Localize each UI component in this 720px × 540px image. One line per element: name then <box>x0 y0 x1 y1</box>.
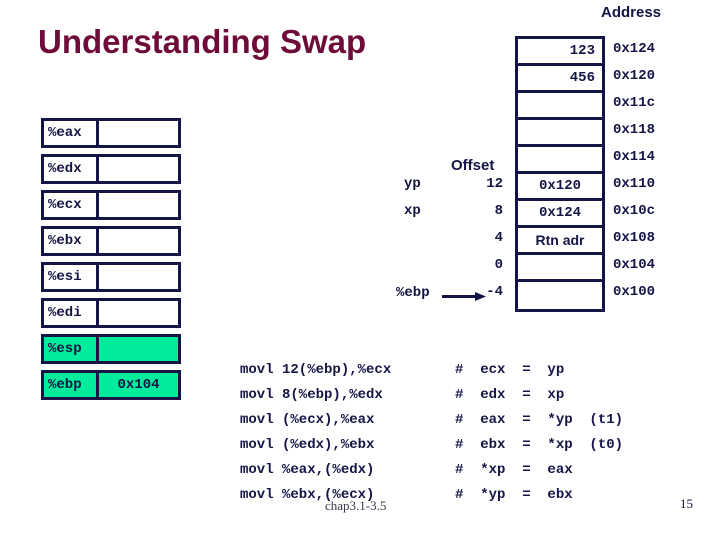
register-row-ebx: %ebx <box>41 226 181 256</box>
memory-cell <box>518 147 602 174</box>
code-instruction: movl %eax,(%edx) <box>240 462 375 478</box>
offset-column-heading: Offset <box>451 157 495 174</box>
code-comment: # ecx = yp <box>455 362 565 378</box>
register-row-eax: %eax <box>41 118 181 148</box>
register-value <box>99 265 178 289</box>
memory-address-label: 0x11c <box>613 95 656 111</box>
offset-value: 4 <box>494 230 503 246</box>
code-instruction: movl (%edx),%ebx <box>240 437 375 453</box>
memory-cell: 456 <box>518 66 602 93</box>
register-name: %eax <box>44 121 99 145</box>
code-instruction: movl 12(%ebp),%ecx <box>240 362 392 378</box>
memory-address-label: 0x100 <box>613 284 656 300</box>
memory-address-label: 0x124 <box>613 41 656 57</box>
memory-cell: 123 <box>518 39 602 66</box>
memory-address-label: 0x120 <box>613 68 656 84</box>
offset-row: 0 <box>396 252 503 279</box>
register-value <box>99 301 178 325</box>
memory-cell <box>518 255 602 282</box>
register-name: %edx <box>44 157 99 181</box>
register-row-esi: %esi <box>41 262 181 292</box>
offset-value: 12 <box>486 176 503 192</box>
offset-row: yp 12 <box>396 171 503 198</box>
register-file-table: %eax %edx %ecx %ebx %esi %edi %esp %ebp 0x104 <box>41 118 181 406</box>
code-comment: # edx = xp <box>455 387 565 403</box>
register-value <box>99 337 178 361</box>
memory-cell: 0x120 <box>518 174 602 201</box>
offset-value: -4 <box>486 284 503 300</box>
offset-value: 0 <box>494 257 503 273</box>
offset-label-column: yp 12 xp 8 4 0 -4 <box>396 171 503 306</box>
page-title: Understanding Swap <box>38 23 367 60</box>
register-row-edx: %edx <box>41 154 181 184</box>
code-instruction: movl %ebx,(%ecx) <box>240 487 375 503</box>
memory-cell <box>518 282 602 309</box>
memory-address-label: 0x108 <box>613 230 656 246</box>
memory-address-label: 0x110 <box>613 176 656 192</box>
code-instruction: movl 8(%ebp),%edx <box>240 387 383 403</box>
memory-cell <box>518 120 602 147</box>
register-value <box>99 121 178 145</box>
offset-variable-name: xp <box>404 203 421 219</box>
register-row-esp: %esp <box>41 334 181 364</box>
offset-row: 4 <box>396 225 503 252</box>
code-comment: # *yp = ebx <box>455 487 573 503</box>
code-comment: # *xp = eax <box>455 462 573 478</box>
footer-note: chap3.1-3.5 <box>325 498 387 513</box>
register-value <box>99 157 178 181</box>
register-name: %edi <box>44 301 99 325</box>
memory-address-label: 0x114 <box>613 149 656 165</box>
memory-address-label: 0x10c <box>613 203 656 219</box>
code-comment: # eax = *yp (t1) <box>455 412 624 428</box>
memory-address-label: 0x104 <box>613 257 656 273</box>
register-name: %ecx <box>44 193 99 217</box>
register-name: %esi <box>44 265 99 289</box>
register-name: %ebx <box>44 229 99 253</box>
memory-address-label: 0x118 <box>613 122 656 138</box>
ebp-arrow-icon <box>442 292 486 301</box>
ebp-pointer-label: %ebp <box>396 285 430 301</box>
register-value: 0x104 <box>117 377 160 393</box>
register-row-edi: %edi <box>41 298 181 328</box>
offset-variable-name: yp <box>404 176 421 192</box>
offset-row: -4 <box>396 279 503 306</box>
register-name: %esp <box>44 337 99 361</box>
address-column-heading: Address <box>601 4 662 21</box>
offset-value: 8 <box>494 203 503 219</box>
register-row-ebp: %ebp 0x104 <box>41 370 181 400</box>
register-value <box>99 193 178 217</box>
memory-cell: Rtn adr <box>518 228 602 255</box>
address-label-column: 0x124 0x120 0x11c 0x118 0x114 0x110 0x10c 0x108… <box>613 36 655 306</box>
code-instruction: movl (%ecx),%eax <box>240 412 375 428</box>
register-name: %ebp <box>44 373 99 397</box>
offset-row: xp 8 <box>396 198 503 225</box>
page-number: 15 <box>680 496 693 511</box>
memory-cell <box>518 93 602 120</box>
register-value <box>99 229 178 253</box>
memory-cell: 0x124 <box>518 201 602 228</box>
code-comment: # ebx = *xp (t0) <box>455 437 624 453</box>
register-row-ecx: %ecx <box>41 190 181 220</box>
